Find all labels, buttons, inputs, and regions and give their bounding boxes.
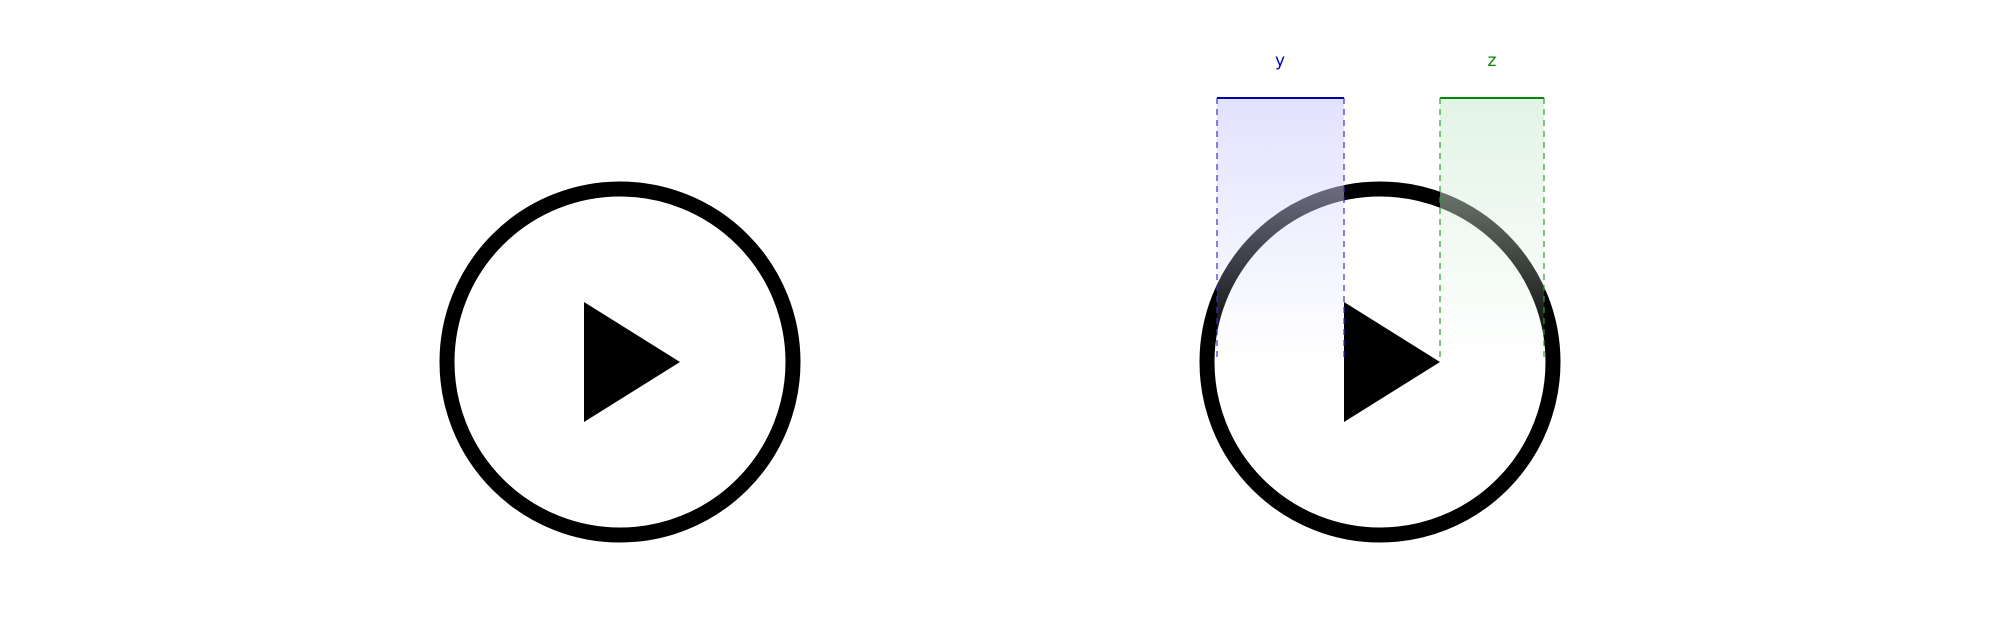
dimension-z-band [1440,98,1544,362]
left-play-triangle-icon [584,302,680,422]
dimension-z-label: z [1488,51,1497,71]
dimension-y-label: y [1275,51,1285,71]
left-play-button-icon [439,181,801,543]
dimension-z: z [1439,51,1545,362]
right-play-triangle-icon [1344,302,1440,422]
dimension-y: y [1216,51,1345,362]
dimension-y-band [1217,98,1344,362]
